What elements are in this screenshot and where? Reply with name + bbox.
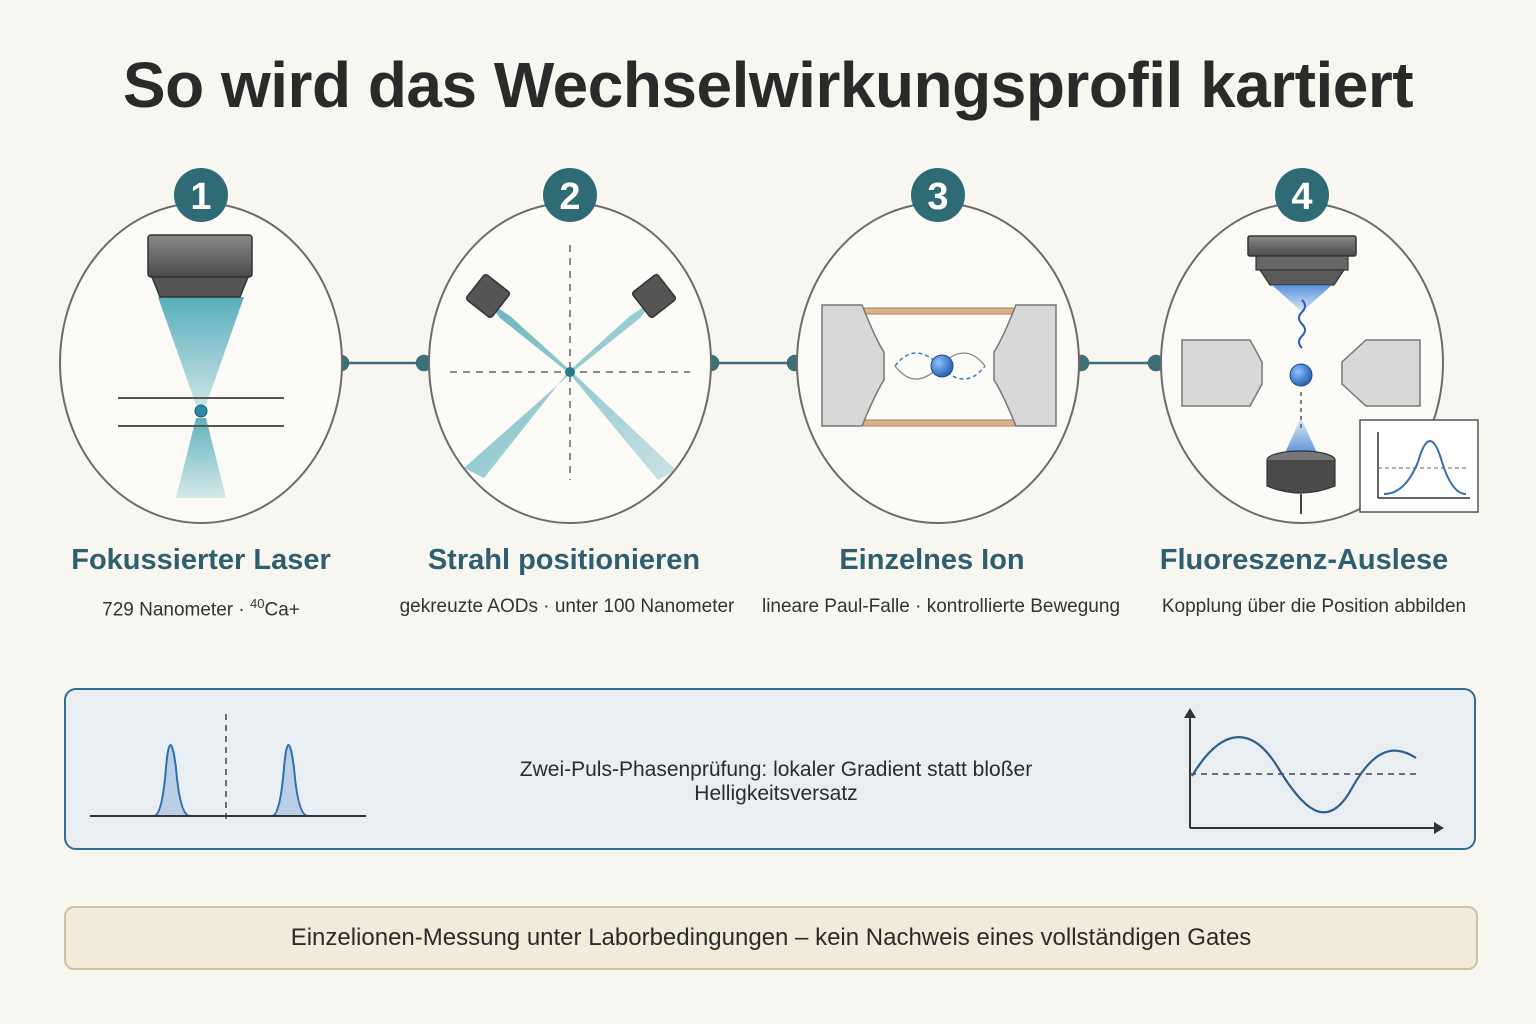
step-1-illustration: [59, 202, 343, 524]
step-1-isotope-mass: 40: [250, 596, 265, 611]
step-3-badge: 3: [911, 168, 965, 222]
step-1-badge: 1: [174, 168, 228, 222]
two-pulse-graphic: [90, 714, 366, 820]
step-4-title: Fluoreszenz-Auslese: [1159, 544, 1449, 576]
step-2-subtitle: gekreuzte AODs · unter 100 Nanometer: [399, 596, 735, 617]
step-3-title: Einzelnes Ion: [839, 544, 1025, 576]
step-4-number: 4: [1291, 176, 1312, 218]
footer-note: Einzelionen-Messung unter Laborbedingung…: [64, 906, 1478, 970]
step-4-subtitle: Kopplung über die Position abbilden: [1161, 596, 1467, 617]
step-1-subtitle-prefix: 729 Nanometer ·: [102, 599, 250, 621]
step-1-title: Fokussierter Laser: [71, 544, 331, 576]
phase-check-panel: Zwei-Puls-Phasenprüfung: lokaler Gradien…: [64, 688, 1476, 850]
step-3-illustration: [796, 202, 1080, 524]
step-3-number: 3: [927, 176, 948, 218]
page-title: So wird das Wechselwirkungsprofil kartie…: [122, 49, 1414, 121]
phase-check-text: Zwei-Puls-Phasenprüfung: lokaler Gradien…: [519, 758, 1033, 805]
step-1-isotope-rest: Ca+: [264, 599, 300, 621]
step-4-illustration: [1160, 202, 1479, 524]
step-2-badge: 2: [543, 168, 597, 222]
step-1-number: 1: [190, 176, 211, 218]
phase-gradient-plot: [1184, 708, 1444, 834]
step-1-subtitle: 729 Nanometer · 40Ca+: [1, 596, 401, 621]
step-4-badge: 4: [1275, 168, 1329, 222]
step-2-number: 2: [559, 176, 580, 218]
step-3-subtitle: lineare Paul-Falle · kontrollierte Beweg…: [761, 596, 1121, 617]
step-2-illustration: [428, 202, 712, 524]
step-2-title: Strahl positionieren: [427, 544, 701, 576]
